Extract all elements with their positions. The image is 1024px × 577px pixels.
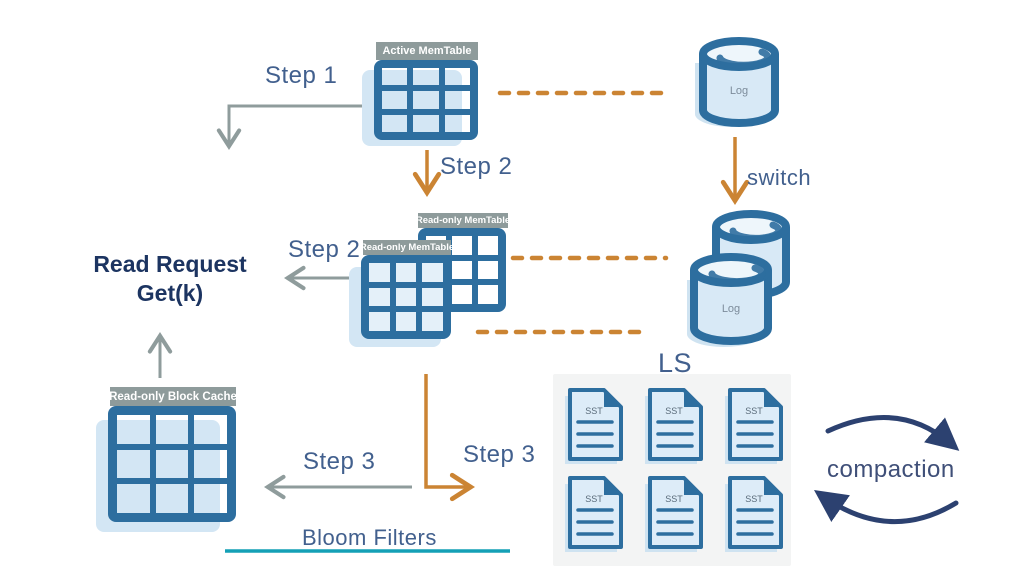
- table-cell: [392, 309, 420, 334]
- table-cell: [191, 481, 230, 516]
- table-cell: [392, 260, 420, 285]
- log-cylinder-front: Log: [687, 253, 772, 347]
- compaction-arrow-bottom: [813, 490, 959, 525]
- table-cell: [410, 65, 442, 89]
- read-request-line1: Read Request: [93, 251, 247, 277]
- table-cell: [475, 233, 501, 258]
- table-cell: [152, 481, 192, 516]
- active-memtable-grid: [374, 60, 478, 140]
- table-cell: [419, 309, 446, 334]
- step2-left-label: Step 2: [288, 236, 361, 263]
- table-cell: [441, 111, 473, 135]
- sst-label: SST: [745, 494, 763, 504]
- sst-label: SST: [665, 494, 683, 504]
- step3-right-label: Step 3: [463, 441, 536, 468]
- log-label: Log: [722, 303, 740, 315]
- table-cell: [475, 257, 501, 283]
- step2-down-label: Step 2: [440, 153, 513, 180]
- step3-right-arrow: [424, 374, 475, 502]
- readonly-memtable-back-header: Read-only MemTable: [415, 213, 511, 228]
- table-cell: [392, 284, 420, 310]
- step3-left-label: Step 3: [303, 448, 376, 475]
- ls-label: LS: [658, 348, 693, 378]
- table-cell: [410, 111, 442, 135]
- sst-label: SST: [585, 494, 603, 504]
- table-cell: [379, 88, 411, 112]
- read-request-title: Read Request Get(k): [70, 250, 270, 308]
- table-cell: [441, 88, 473, 112]
- sst-file-icon: SST: [725, 476, 783, 552]
- log-cylinder-top: Log: [695, 37, 779, 127]
- sst-file-icon: SST: [725, 388, 783, 464]
- readonly-memtable-front-header: Read-only MemTable: [359, 240, 455, 255]
- table-cell: [152, 412, 192, 447]
- table-cell: [441, 65, 473, 89]
- active-memtable-header: Active MemTable: [376, 42, 478, 60]
- sst-file-icon: SST: [645, 388, 703, 464]
- step1-arrow: [216, 104, 368, 150]
- read-request-line2: Get(k): [136, 280, 204, 306]
- log-label: Log: [730, 85, 748, 97]
- table-cell: [449, 257, 475, 283]
- step1-label: Step 1: [265, 62, 338, 89]
- table-cell: [419, 284, 446, 310]
- table-cell: [475, 282, 501, 307]
- table-cell: [191, 446, 230, 482]
- table-cell: [419, 260, 446, 285]
- block-cache-grid: [108, 406, 236, 522]
- sst-file-icon: SST: [565, 476, 623, 552]
- table-cell: [366, 284, 393, 310]
- switch-label: switch: [747, 165, 812, 190]
- sst-label: SST: [745, 406, 763, 416]
- table-cell: [191, 412, 230, 447]
- table-cell: [410, 88, 442, 112]
- table-cell: [379, 65, 411, 89]
- sst-file-icon: SST: [645, 476, 703, 552]
- sst-label: SST: [585, 406, 603, 416]
- readonly-memtable-front-grid: [361, 255, 451, 339]
- sst-file-icon: SST: [565, 388, 623, 464]
- bloom-filters-label: Bloom Filters: [302, 525, 437, 550]
- table-cell: [449, 282, 475, 307]
- table-cell: [379, 111, 411, 135]
- block-cache-header: Read-only Block Cache: [109, 387, 237, 406]
- table-cell: [114, 481, 153, 516]
- table-cell: [114, 412, 153, 447]
- compaction-arrow-top: [825, 415, 960, 451]
- compaction-label: compaction: [827, 456, 955, 483]
- table-cell: [366, 260, 393, 285]
- table-cell: [152, 446, 192, 482]
- table-cell: [114, 446, 153, 482]
- table-cell: [366, 309, 393, 334]
- sst-label: SST: [665, 406, 683, 416]
